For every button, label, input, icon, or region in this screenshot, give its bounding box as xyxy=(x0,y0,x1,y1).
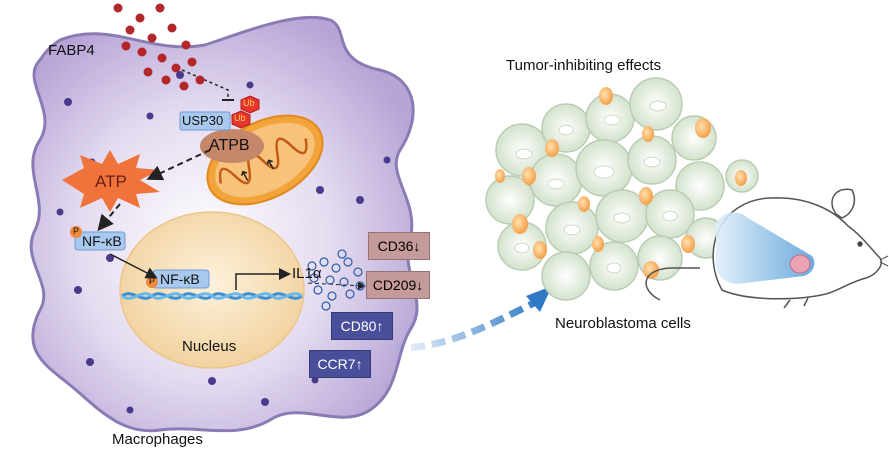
fabp4-label: FABP4 xyxy=(48,42,95,59)
tumor-nuclei xyxy=(514,100,678,274)
marker-direction: ↓ xyxy=(416,277,424,293)
marker-name: CD80 xyxy=(340,318,377,334)
arrow-atpb-to-atp xyxy=(146,149,211,181)
il1a-label: IL1α xyxy=(292,265,322,282)
tumor-orange-cells xyxy=(495,87,747,279)
phospho-label-1: P xyxy=(73,226,80,236)
arrow-atp-to-nfkb xyxy=(97,203,121,232)
phospho-label-2: P xyxy=(149,276,156,286)
macrophages-label: Macrophages xyxy=(112,431,203,448)
phospho-circle-1 xyxy=(70,226,82,238)
fabp4-molecules xyxy=(113,3,205,91)
nucleus xyxy=(119,211,305,369)
effect-arrow xyxy=(389,286,552,352)
nfkb-label-2: NF-κB xyxy=(160,271,200,287)
phospho-circle-2 xyxy=(146,276,158,288)
marker-cd36: CD36↓ xyxy=(368,232,430,260)
marker-direction: ↑ xyxy=(355,356,363,372)
marker-name: CD209 xyxy=(372,277,417,293)
nfkb-cytoplasm-box xyxy=(74,231,126,251)
arrow-nfkb-translocation xyxy=(109,253,158,279)
ub-label-bottom: Ub xyxy=(234,113,246,123)
marker-cd80: CD80↑ xyxy=(331,312,393,340)
fabp4-inhibition-line xyxy=(181,69,229,100)
ub-label-top: Ub xyxy=(243,98,255,108)
marker-ccr7: CCR7↑ xyxy=(309,350,371,378)
atp-burst xyxy=(62,150,160,212)
dna-helix xyxy=(121,292,303,300)
marker-name: CD36 xyxy=(377,238,414,254)
usp30-box xyxy=(179,111,231,131)
nfkb-label-1: NF-κB xyxy=(82,233,122,249)
mouse-tumor xyxy=(789,254,811,274)
neuroblastoma-label: Neuroblastoma cells xyxy=(555,315,691,332)
atpb-protein xyxy=(200,129,264,163)
marker-cd209: CD209↓ xyxy=(366,271,430,299)
il1a-vesicles xyxy=(307,249,365,311)
marker-direction: ↓ xyxy=(413,238,421,254)
transcription-arrow xyxy=(235,268,291,290)
atp-label: ATP xyxy=(95,172,127,191)
nucleus-label: Nucleus xyxy=(182,338,237,355)
ub-hexagon-bottom xyxy=(231,110,251,129)
usp30-label: USP30 xyxy=(182,113,224,128)
atpb-label: ATPB xyxy=(209,137,250,154)
ub-hexagon-top xyxy=(240,95,260,114)
tumor-effects-label: Tumor-inhibiting effects xyxy=(506,57,662,74)
arrow-il1a-to-markers xyxy=(307,281,366,290)
marker-name: CCR7 xyxy=(317,356,356,372)
marker-direction: ↑ xyxy=(376,318,384,334)
